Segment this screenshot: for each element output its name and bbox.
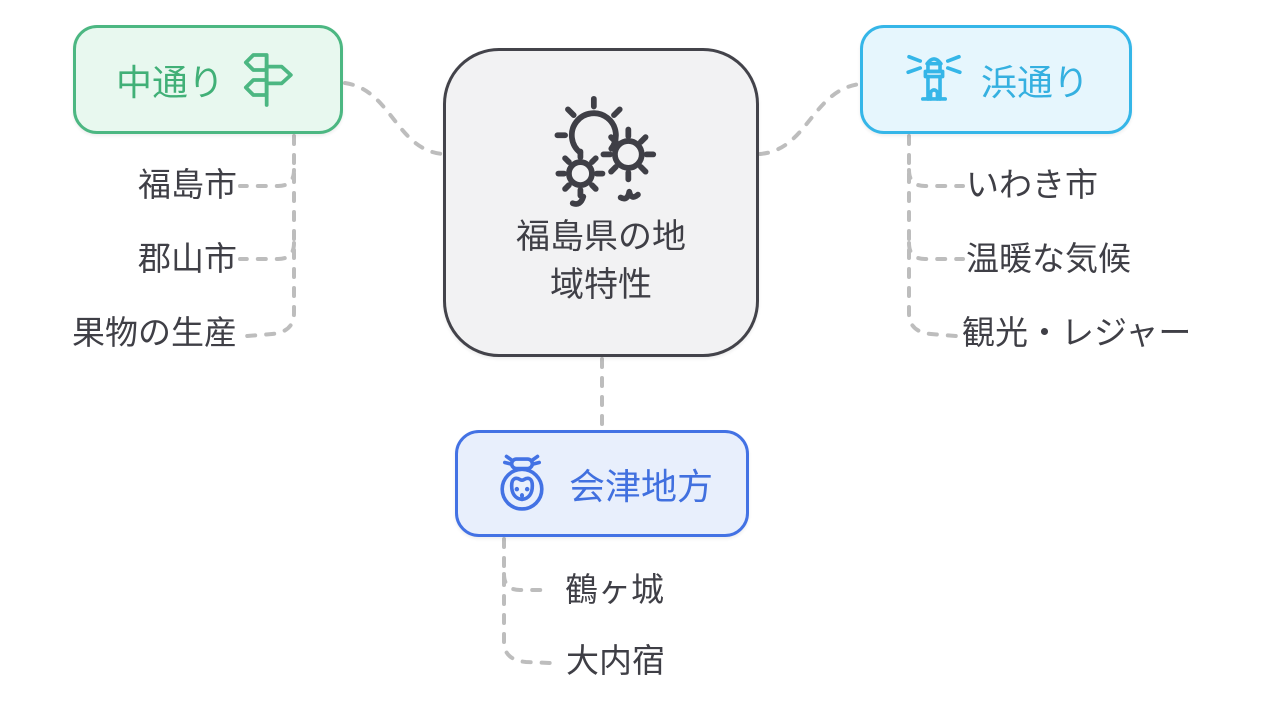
edge-root-nakadori xyxy=(343,81,445,156)
flower-left-rays xyxy=(555,149,605,199)
aizu-label: 会津地方 xyxy=(568,465,713,507)
leaf-iwaki-city: いわき市 xyxy=(966,166,1098,203)
edge-nakadori-item3 xyxy=(245,134,296,338)
leaf-fruit-production: 果物の生産 xyxy=(72,314,237,351)
leaf-koriyama-city: 郡山市 xyxy=(138,240,237,277)
edge-aizu-item2 xyxy=(502,537,553,665)
edge-aizu-item1 xyxy=(502,572,552,592)
edge-root-hamadori xyxy=(758,82,862,156)
doll-face-icon xyxy=(500,454,544,511)
edge-hamadori-item2 xyxy=(907,241,965,261)
root-label-line1: 福島県の地 xyxy=(516,218,686,257)
leaf-ouchijuku: 大内宿 xyxy=(566,642,665,679)
nakadori-label: 中通り xyxy=(115,61,224,103)
node-aizu: 会津地方 xyxy=(455,430,749,537)
lighthouse-icon xyxy=(906,54,962,101)
leaf-sightseeing-leisure: 観光・レジャー xyxy=(962,314,1192,351)
node-hamadori: 浜通り xyxy=(860,25,1132,134)
root-label: 福島県の地 域特性 xyxy=(516,214,686,309)
edge-hamadori-item1 xyxy=(907,168,965,188)
leaf-tsurugajo: 鶴ヶ城 xyxy=(565,571,664,608)
root-label-line2: 域特性 xyxy=(550,266,652,304)
edge-hamadori-item3 xyxy=(907,134,958,338)
sun-flowers-icon xyxy=(554,96,656,208)
edge-nakadori-item2 xyxy=(238,241,296,261)
signpost-icon xyxy=(243,52,293,107)
flower-right-rays xyxy=(600,127,656,183)
node-nakadori: 中通り xyxy=(73,25,343,134)
node-root: 福島県の地 域特性 xyxy=(443,48,759,357)
edge-nakadori-item1 xyxy=(238,168,296,188)
hamadori-label: 浜通り xyxy=(980,61,1089,103)
leaf-fukushima-city: 福島市 xyxy=(138,166,237,203)
leaf-warm-climate: 温暖な気候 xyxy=(966,240,1131,277)
